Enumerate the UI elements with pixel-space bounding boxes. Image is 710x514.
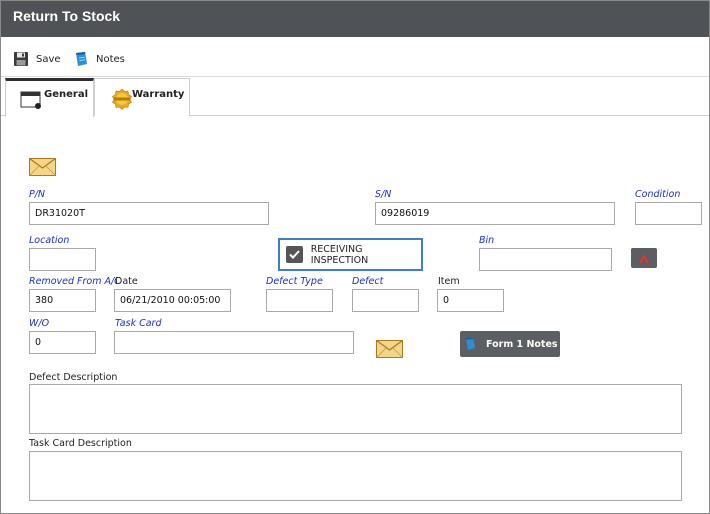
notes-icon <box>466 337 475 350</box>
window-icon <box>20 91 41 109</box>
defect-label: Defect <box>352 276 384 287</box>
task-card-description-label: Task Card Description <box>29 438 132 449</box>
removed-from-ac-field[interactable]: 380 <box>29 289 96 312</box>
sn-field[interactable]: 09286019 <box>375 202 615 225</box>
location-label: Location <box>29 235 70 246</box>
sn-label: S/N <box>375 189 392 200</box>
date-field[interactable]: 06/21/2010 00:05:00 <box>114 289 231 312</box>
item-label: Item <box>438 276 460 287</box>
task-card-label: Task Card <box>115 318 162 329</box>
tab-general[interactable]: General <box>5 78 94 117</box>
wo-field[interactable]: 0 <box>29 331 96 354</box>
notes-icon <box>76 52 87 66</box>
tab-warranty[interactable]: Warranty <box>94 78 190 116</box>
warranty-badge-icon <box>112 88 132 110</box>
defect-field[interactable] <box>352 289 419 312</box>
defect-description-label: Defect Description <box>29 372 118 383</box>
tab-warranty-label: Warranty <box>132 89 185 100</box>
item-field[interactable]: 0 <box>437 289 504 312</box>
task-card-field[interactable] <box>114 331 354 354</box>
form1-notes-button[interactable]: Form 1 Notes <box>460 331 560 357</box>
notes-button[interactable]: Notes <box>73 51 125 67</box>
bin-action-button[interactable] <box>631 248 657 268</box>
save-button[interactable]: Save <box>13 51 61 67</box>
toolbar: Save Notes <box>1 37 709 77</box>
envelope-icon[interactable] <box>29 158 56 176</box>
floppy-disk-icon <box>14 52 28 66</box>
red-caret-icon <box>639 253 649 263</box>
tab-strip: General Warranty <box>1 77 709 117</box>
pn-field[interactable]: DR31020T <box>29 202 269 225</box>
date-label: Date <box>115 276 138 287</box>
defect-type-field[interactable] <box>266 289 333 312</box>
envelope-icon[interactable] <box>376 340 403 358</box>
removed-from-ac-label: Removed From A/C <box>29 276 121 287</box>
save-label: Save <box>36 53 61 65</box>
condition-label: Condition <box>635 189 681 200</box>
location-field[interactable] <box>29 248 96 271</box>
notes-label: Notes <box>96 53 125 65</box>
condition-field[interactable] <box>635 202 702 225</box>
window-title: Return To Stock <box>1 1 709 37</box>
bin-label: Bin <box>479 235 495 246</box>
task-card-description-textarea[interactable] <box>29 451 682 501</box>
defect-description-textarea[interactable] <box>29 384 682 434</box>
bin-field[interactable] <box>479 248 612 271</box>
checkmark-icon <box>286 246 303 263</box>
receiving-inspection-checkbox[interactable]: RECEIVING INSPECTION <box>278 238 423 271</box>
pn-label: P/N <box>29 189 46 200</box>
defect-type-label: Defect Type <box>266 276 323 287</box>
form1-notes-label: Form 1 Notes <box>486 338 558 350</box>
tab-general-label: General <box>44 89 88 100</box>
wo-label: W/O <box>29 318 50 329</box>
receiving-inspection-label: RECEIVING INSPECTION <box>310 243 369 266</box>
